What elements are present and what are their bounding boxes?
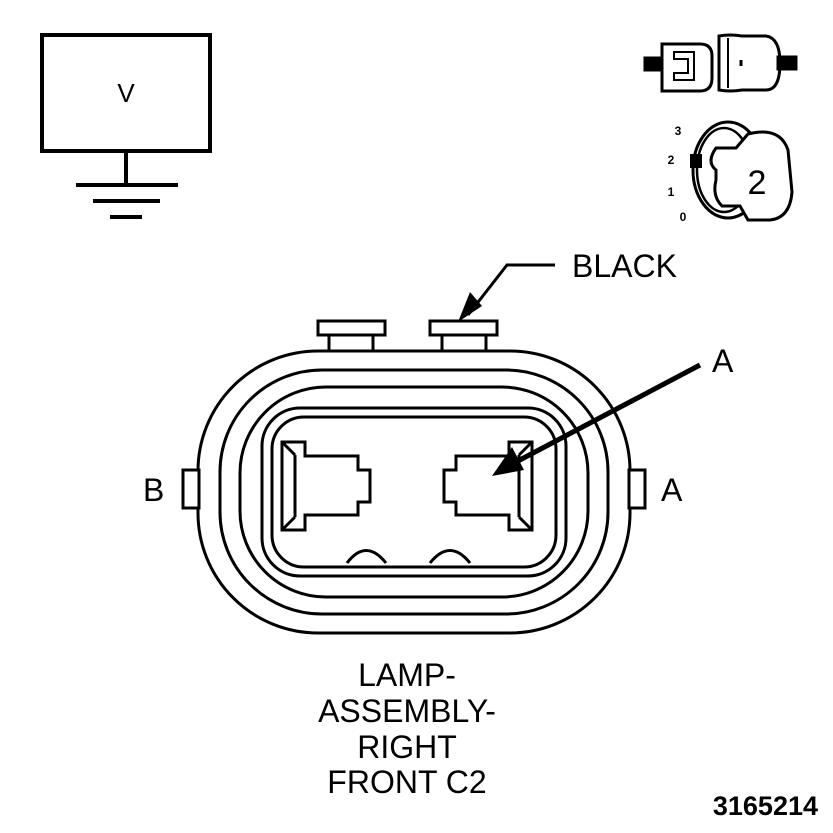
voltmeter-box	[40, 33, 212, 153]
pointer-terminal-label: A	[712, 343, 734, 379]
key-scale-1: 1	[668, 185, 675, 199]
key-scale-2: 2	[668, 153, 675, 167]
terminal-a-callout: A	[492, 343, 734, 476]
key-position-number: 2	[748, 164, 767, 202]
title-line-4: FRONT C2	[327, 764, 486, 800]
title-line-2: ASSEMBLY-	[318, 693, 496, 729]
terminal-b	[280, 440, 372, 532]
connector-pair-icon	[643, 33, 798, 93]
voltmeter-label: V	[117, 78, 135, 108]
figure-number: 3165214	[713, 791, 818, 821]
connector-face	[181, 319, 647, 635]
right-terminal-label: A	[661, 472, 683, 508]
title-line-1: LAMP-	[358, 657, 456, 693]
key-scale-0: 0	[680, 210, 687, 224]
ignition-key-icon: 3 2 1 0 2	[668, 120, 794, 224]
voltmeter-ground-symbol: V	[40, 33, 212, 219]
wire-color-label: BLACK	[572, 248, 677, 284]
title-line-3: RIGHT	[357, 729, 457, 765]
connector-title: LAMP- ASSEMBLY- RIGHT FRONT C2	[318, 657, 496, 800]
key-scale-3: 3	[675, 124, 682, 138]
left-terminal-label: B	[143, 472, 164, 508]
wire-color-callout: BLACK	[458, 248, 677, 322]
